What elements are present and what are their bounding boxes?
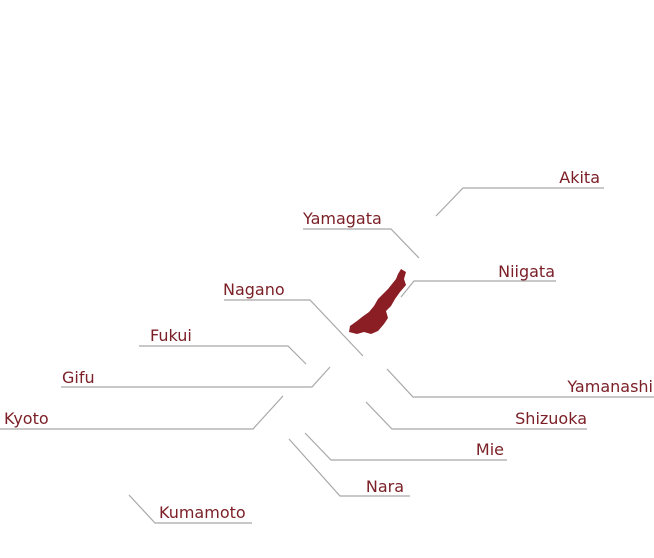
mie-label[interactable]: Mie <box>476 440 504 459</box>
leader-lines <box>0 187 654 524</box>
nagano-label[interactable]: Nagano <box>223 280 285 299</box>
nara-label[interactable]: Nara <box>366 477 404 496</box>
yamagata-label[interactable]: Yamagata <box>302 209 382 228</box>
yamagata-leader-line <box>303 228 420 259</box>
yamanashi-label[interactable]: Yamanashi <box>566 377 653 396</box>
nagano-leader-line <box>224 299 364 357</box>
mie-leader-line <box>304 432 507 461</box>
gifu-label[interactable]: Gifu <box>62 368 95 387</box>
shizuoka-label[interactable]: Shizuoka <box>515 409 587 428</box>
labels: Akita Yamagata Niigata Nagano Fukui Gifu… <box>4 168 653 522</box>
akita-label[interactable]: Akita <box>559 168 600 187</box>
gifu-leader-line <box>61 366 331 388</box>
yamanashi-leader-line <box>386 368 654 398</box>
kumamoto-label[interactable]: Kumamoto <box>159 503 246 522</box>
niigata-region[interactable] <box>349 269 406 334</box>
kyoto-label[interactable]: Kyoto <box>4 409 49 428</box>
akita-leader-line <box>435 187 604 217</box>
nara-leader-line <box>288 438 410 497</box>
kyoto-leader-line <box>0 395 284 430</box>
niigata-label[interactable]: Niigata <box>498 262 555 281</box>
niigata-leader-line <box>400 280 556 298</box>
fukui-label[interactable]: Fukui <box>150 326 192 345</box>
fukui-leader-line <box>139 345 307 365</box>
shizuoka-leader-line <box>365 401 587 430</box>
kumamoto-leader-line <box>128 494 252 524</box>
